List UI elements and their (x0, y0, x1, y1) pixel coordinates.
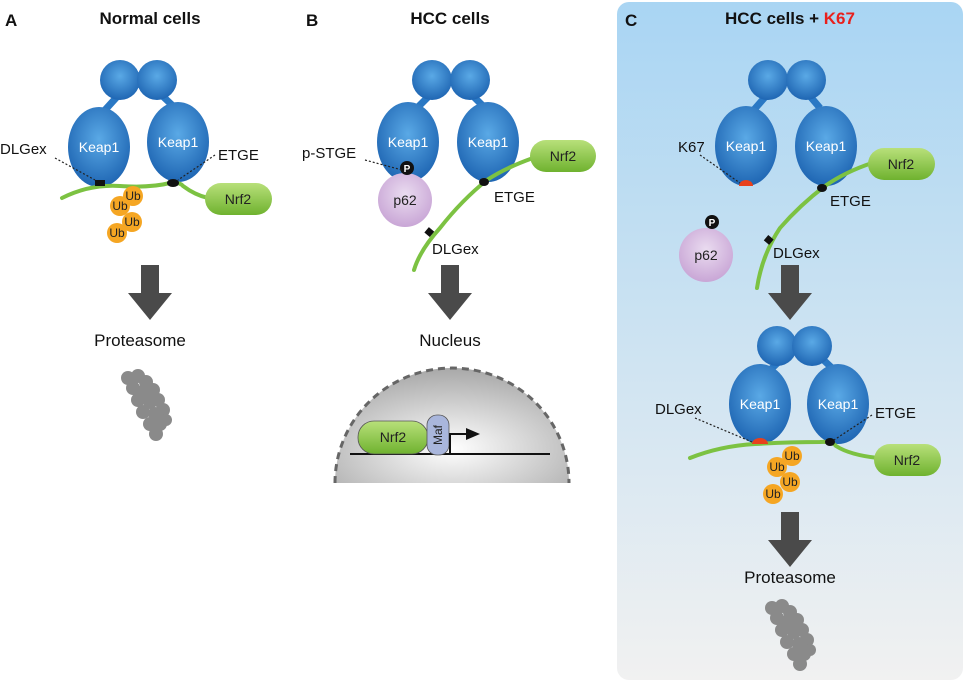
keap1-label: Keap1 (388, 134, 429, 150)
nrf2-chain (755, 161, 874, 290)
pstge-label: p-STGE (302, 145, 356, 162)
dlgex-label: DLGex (0, 141, 47, 158)
k67-bound (739, 180, 753, 186)
keap1-dimer: Keap1 Keap1 (729, 326, 869, 444)
panel-c-title: HCC cells + K67 (725, 9, 855, 28)
nrf2-label: Nrf2 (225, 191, 252, 207)
arrow-down-icon (428, 265, 472, 320)
transcription-arrow-icon (449, 433, 468, 454)
keap1-label: Keap1 (79, 139, 120, 155)
proteasome-label: Proteasome (744, 568, 836, 587)
arrow-down-icon (128, 265, 172, 320)
dlgex-motif (424, 227, 435, 237)
nucleus-label: Nucleus (419, 331, 480, 350)
keap1-dimer: Keap1 Keap1 (715, 60, 857, 186)
p62-label: p62 (393, 192, 417, 208)
nrf2-chain (412, 156, 535, 272)
etge-motif (817, 184, 827, 192)
nrf2-label: Nrf2 (894, 452, 921, 468)
panel-a: A Normal cells Keap1 Keap1 DLGex ETGE Nr… (0, 9, 272, 441)
nrf2-label: Nrf2 (550, 148, 577, 164)
panel-b-title: HCC cells (410, 9, 489, 28)
nrf2-protein (205, 183, 272, 215)
proteasome-icon (121, 369, 172, 441)
k67-label: K67 (678, 139, 705, 156)
keap1-label: Keap1 (740, 396, 781, 412)
dlgex-label: DLGex (773, 245, 820, 262)
maf-label: Maf (431, 424, 445, 445)
etge-label: ETGE (494, 189, 535, 206)
nrf2-protein (530, 140, 596, 172)
k67-bound (752, 438, 768, 444)
panel-a-letter: A (5, 11, 17, 30)
p62-protein (679, 228, 733, 282)
svg-text:Ub: Ub (112, 199, 128, 213)
keap1-label: Keap1 (158, 134, 199, 150)
keap1-label: Keap1 (818, 396, 859, 412)
svg-text:Ub: Ub (109, 226, 125, 240)
panel-c-letter: C (625, 11, 637, 30)
etge-label: ETGE (830, 193, 871, 210)
dlgex-motif (95, 180, 105, 186)
etge-motif (479, 178, 489, 186)
phosphate-label: P (404, 164, 411, 175)
phosphate-label: P (709, 218, 716, 229)
etge-motif (825, 438, 835, 446)
ubiquitin-chain: Ub Ub Ub Ub (763, 446, 802, 504)
svg-text:Ub: Ub (769, 460, 785, 474)
dlgex-label: DLGex (432, 241, 479, 258)
svg-text:Ub: Ub (124, 215, 140, 229)
keap1-dimer: Keap1 Keap1 (68, 60, 209, 187)
panel-b-letter: B (306, 11, 318, 30)
svg-text:Ub: Ub (125, 189, 141, 203)
nrf2-label: Nrf2 (380, 429, 407, 445)
svg-text:Ub: Ub (782, 475, 798, 489)
p62-label: p62 (694, 247, 718, 263)
nrf2-protein (874, 444, 941, 476)
p62-protein (378, 173, 432, 227)
keap1-dimer: Keap1 Keap1 (377, 60, 519, 182)
keap1-label: Keap1 (806, 138, 847, 154)
svg-text:Ub: Ub (765, 487, 781, 501)
dlgex-motif (763, 235, 774, 245)
etge-label: ETGE (218, 147, 259, 164)
panel-a-title: Normal cells (99, 9, 200, 28)
proteasome-label: Proteasome (94, 331, 186, 350)
etge-motif (167, 179, 179, 187)
panel-b: B HCC cells Keap1 Keap1 p62 P p-STGE ETG… (302, 9, 596, 484)
dlgex-label: DLGex (655, 401, 702, 418)
phosphate-icon (400, 161, 414, 175)
panel-c: C HCC cells + K67 Keap1 Keap1 K67 ETGE D… (625, 9, 941, 671)
etge-label: ETGE (875, 405, 916, 422)
phosphate-icon (705, 215, 719, 229)
svg-text:Ub: Ub (784, 449, 800, 463)
nrf2-label: Nrf2 (888, 156, 915, 172)
nrf2-chain (688, 439, 880, 460)
ubiquitin-chain: Ub Ub Ub Ub (107, 186, 143, 243)
keap1-label: Keap1 (468, 134, 509, 150)
keap1-label: Keap1 (726, 138, 767, 154)
nrf2-protein (868, 148, 935, 180)
